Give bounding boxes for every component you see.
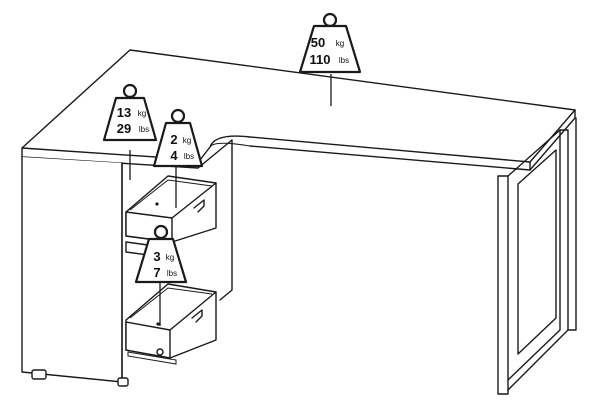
weight-upper-drawer-lbs-value: 4 (170, 148, 178, 163)
weight-desktop: 50 kg 110 lbs (298, 12, 362, 74)
frame-leg (497, 117, 577, 395)
cabinet (21, 139, 233, 387)
drawer-runner (127, 351, 177, 365)
upper-drawer (125, 175, 217, 243)
weight-desktop-kg-value: 50 (311, 35, 325, 50)
cabinet-foot (117, 377, 129, 387)
weight-desktop-lbs-value: 110 (310, 52, 331, 67)
weight-upper-drawer-kg-unit: kg (183, 136, 191, 145)
weight-upper-drawer: 2 kg 4 lbs (152, 108, 204, 168)
weight-cabinet-top-lbs-value: 29 (117, 121, 131, 136)
weight-lower-drawer: 3 kg 7 lbs (134, 224, 188, 284)
lower-drawer (125, 283, 217, 365)
weight-cabinet-top-kg-value: 13 (117, 105, 131, 120)
weight-upper-drawer-kg-value: 2 (170, 132, 177, 147)
weight-cabinet-top: 13 kg 29 lbs (102, 83, 158, 142)
drawer-handle (191, 309, 203, 323)
drawer-handle (193, 199, 205, 213)
weight-cabinet-top-lbs-unit: lbs (139, 125, 149, 134)
weight-upper-drawer-lbs-unit: lbs (184, 152, 194, 161)
weight-desktop-lbs-unit: lbs (339, 56, 349, 65)
weight-lower-drawer-kg-unit: kg (166, 253, 174, 262)
cabinet-foot (31, 369, 47, 380)
desk-top (21, 49, 576, 171)
weight-lower-drawer-lbs-unit: lbs (167, 269, 177, 278)
weight-lower-drawer-lbs-value: 7 (153, 265, 160, 280)
weight-lower-drawer-kg-value: 3 (153, 249, 160, 264)
weight-cabinet-top-kg-unit: kg (138, 109, 146, 118)
weight-desktop-kg-unit: kg (336, 39, 344, 48)
